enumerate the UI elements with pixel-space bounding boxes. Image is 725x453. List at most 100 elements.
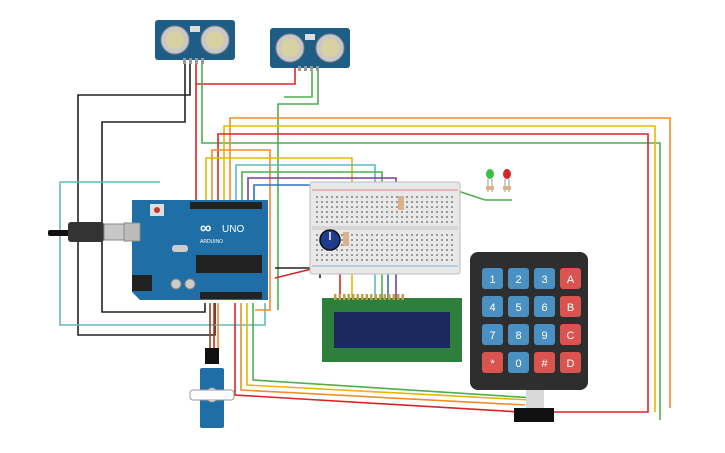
breadboard[interactable] [309,181,461,275]
breadboard-hole [441,196,443,198]
breadboard-hole [331,221,333,223]
breadboard-hole [441,239,443,241]
breadboard-hole [436,196,438,198]
breadboard-hole [436,234,438,236]
breadboard-hole [401,259,403,261]
keypad-key-5[interactable]: 5 [508,296,529,317]
breadboard-hole [451,249,453,251]
breadboard-hole [346,216,348,218]
breadboard-hole [446,259,448,261]
breadboard-hole [376,254,378,256]
breadboard-hole [416,254,418,256]
digital-header[interactable] [190,202,262,209]
breadboard-hole [431,254,433,256]
keypad-key-4[interactable]: 4 [482,296,503,317]
breadboard-hole [446,196,448,198]
breadboard-hole [341,211,343,213]
ultrasonic-sensor-1[interactable] [155,20,235,64]
keypad-key-7[interactable]: 7 [482,324,503,345]
breadboard-hole [421,211,423,213]
wire-green-led [454,189,512,201]
keypad-key-B[interactable]: B [560,296,581,317]
lcd-pins [334,294,404,300]
led-green[interactable] [486,169,494,192]
breadboard-hole [376,249,378,251]
breadboard-hole [406,244,408,246]
breadboard-hole [426,249,428,251]
keypad-key-D[interactable]: D [560,352,581,373]
breadboard-hole [321,196,323,198]
breadboard-hole [341,234,343,236]
keypad-key-*[interactable]: * [482,352,503,373]
breadboard-hole [416,216,418,218]
breadboard-hole [316,249,318,251]
lcd-pin [365,294,368,300]
breadboard-hole [381,239,383,241]
breadboard-hole [351,239,353,241]
breadboard-hole [341,249,343,251]
servo-motor[interactable] [189,348,235,428]
breadboard-hole [431,259,433,261]
breadboard-hole [321,221,323,223]
breadboard-hole [361,196,363,198]
keypad-key-3[interactable]: 3 [534,268,555,289]
breadboard-hole [426,234,428,236]
potentiometer[interactable] [319,229,341,251]
breadboard-hole [416,211,418,213]
breadboard-hole [371,211,373,213]
breadboard-hole [421,249,423,251]
breadboard-hole [421,254,423,256]
breadboard-hole [356,234,358,236]
breadboard-hole [316,206,318,208]
breadboard-hole [351,211,353,213]
keypad-key-C[interactable]: C [560,324,581,345]
analog-header[interactable] [200,292,262,299]
breadboard-hole [356,239,358,241]
lcd-pin [334,294,337,300]
keypad-key-A[interactable]: A [560,268,581,289]
breadboard-hole [381,259,383,261]
breadboard-hole [431,211,433,213]
breadboard-hole [356,201,358,203]
keypad-key-label: 4 [489,302,495,314]
breadboard-hole [386,254,388,256]
arduino-uno[interactable]: ∞ UNO ARDUINO [123,200,268,300]
breadboard-hole [346,196,348,198]
lcd-display[interactable] [322,294,462,362]
breadboard-hole [326,196,328,198]
breadboard-hole [391,234,393,236]
breadboard-hole [436,201,438,203]
breadboard-hole [431,239,433,241]
lcd-pin [397,294,400,300]
keypad-key-6[interactable]: 6 [534,296,555,317]
breadboard-hole [451,211,453,213]
lcd-pin [361,294,364,300]
keypad-connector[interactable] [514,408,554,422]
breadboard-hole [321,216,323,218]
breadboard-hole [351,221,353,223]
breadboard-hole [381,196,383,198]
breadboard-hole [381,221,383,223]
keypad-key-9[interactable]: 9 [534,324,555,345]
keypad-key-label: 8 [515,330,521,342]
keypad-key-2[interactable]: 2 [508,268,529,289]
breadboard-hole [411,234,413,236]
ultrasonic-sensor-2[interactable] [270,28,350,71]
breadboard-hole [411,196,413,198]
breadboard-hole [406,216,408,218]
resistor-2 [343,232,349,246]
breadboard-hole [366,249,368,251]
breadboard-hole [406,201,408,203]
breadboard-hole [426,211,428,213]
keypad-key-1[interactable]: 1 [482,268,503,289]
breadboard-hole [361,211,363,213]
keypad-key-0[interactable]: 0 [508,352,529,373]
breadboard-hole [446,234,448,236]
keypad-key-8[interactable]: 8 [508,324,529,345]
breadboard-hole [346,201,348,203]
keypad-key-#[interactable]: # [534,352,555,373]
breadboard-hole [401,234,403,236]
ultrasonic-2-pins [298,66,319,71]
led-red[interactable] [503,169,511,192]
